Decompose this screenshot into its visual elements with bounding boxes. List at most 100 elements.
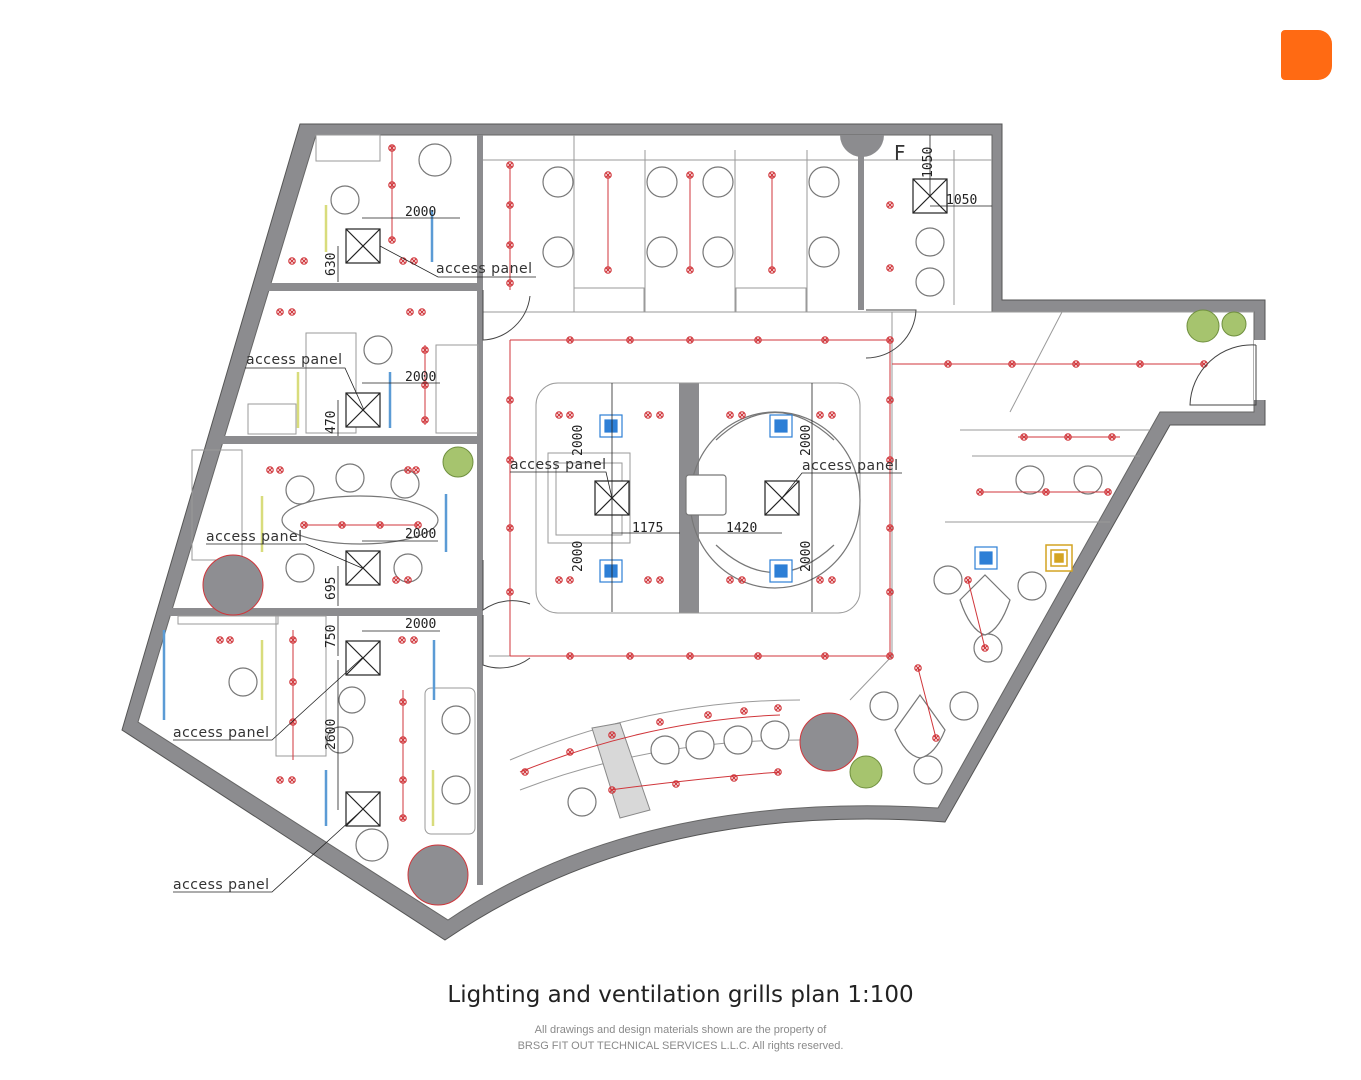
ceiling-light-cross [645, 577, 651, 583]
ceiling-light-cross [627, 337, 633, 343]
ceiling-light-point [506, 456, 514, 464]
ceiling-light-cross [289, 258, 295, 264]
ceiling-light-cross [769, 172, 775, 178]
ceiling-light-cross [507, 589, 513, 595]
ceiling-light-point [555, 576, 563, 584]
ceiling-light-point [506, 201, 514, 209]
ceiling-light-point [656, 411, 664, 419]
ceiling-light-cross [887, 653, 893, 659]
ceiling-light-cross [887, 525, 893, 531]
ceiling-light-cross [301, 258, 307, 264]
ceiling-light-cross [705, 712, 711, 718]
dimension-label: 1175 [632, 521, 663, 536]
ceiling-light-cross [556, 577, 562, 583]
ceiling-light-cross [507, 162, 513, 168]
ceiling-light-point [738, 576, 746, 584]
ceiling-light-point [768, 266, 776, 274]
ceiling-light-cross [1065, 434, 1071, 440]
dimension-label: 2000 [571, 425, 586, 456]
dimension-label: 2000 [405, 527, 436, 542]
ceiling-light-point [774, 704, 782, 712]
ceiling-light-point [289, 636, 297, 644]
ceiling-light-cross [507, 457, 513, 463]
ceiling-light-cross [977, 489, 983, 495]
ceiling-light-point [288, 308, 296, 316]
ceiling-light-cross [507, 397, 513, 403]
ceiling-light-point [754, 652, 762, 660]
access-panel-label: access panel [436, 261, 532, 277]
ceiling-light-cross [741, 708, 747, 714]
ceiling-light-point [406, 308, 414, 316]
ceiling-light-cross [507, 202, 513, 208]
ceiling-light-cross [1009, 361, 1015, 367]
ceiling-light-point [399, 257, 407, 265]
ceiling-light-point [914, 664, 922, 672]
access-panel-label: access panel [206, 529, 302, 545]
ceiling-light-point [821, 652, 829, 660]
ceiling-light-cross [731, 775, 737, 781]
ceiling-light-point [608, 731, 616, 739]
ceiling-light-cross [739, 412, 745, 418]
lighting-circuits [292, 145, 1204, 820]
ceiling-light-point [644, 411, 652, 419]
dimension-label: 630 [324, 253, 339, 276]
ceiling-light-point [976, 488, 984, 496]
ceiling-light-point [388, 181, 396, 189]
ceiling-light-point [886, 201, 894, 209]
partition-markers [162, 205, 448, 826]
plant-icon [442, 309, 1247, 789]
dimension-label: 750 [324, 625, 339, 648]
ceiling-light-cross [657, 719, 663, 725]
dimension-label: 2000 [571, 541, 586, 572]
ceiling-light-point [266, 466, 274, 474]
ceiling-light-point [506, 524, 514, 532]
ceiling-light-point [566, 336, 574, 344]
ceiling-light-cross [556, 412, 562, 418]
ceiling-light-point [521, 768, 529, 776]
ceiling-light-cross [400, 777, 406, 783]
ceiling-light-point [506, 241, 514, 249]
ceiling-light-point [410, 636, 418, 644]
dimension-label: 2600 [324, 719, 339, 750]
dimension-lines [337, 135, 992, 810]
access-panel-label: access panel [173, 725, 269, 741]
ceiling-light-point [376, 521, 384, 529]
ceiling-light-point [604, 266, 612, 274]
ceiling-light-point [686, 171, 694, 179]
ceiling-light-icon [216, 144, 1208, 822]
brand-logo-icon[interactable] [1281, 30, 1332, 80]
ceiling-light-point [964, 576, 972, 584]
ceiling-light-point [1072, 360, 1080, 368]
ceiling-light-point [289, 678, 297, 686]
leader-lines [173, 245, 902, 893]
ceiling-light-point [288, 776, 296, 784]
ceiling-light-cross [887, 337, 893, 343]
ceiling-light-point [566, 652, 574, 660]
ceiling-light-point [421, 416, 429, 424]
ceiling-light-point [816, 411, 824, 419]
ceiling-light-point [886, 652, 894, 660]
ceiling-light-cross [1043, 489, 1049, 495]
ceiling-light-point [276, 466, 284, 474]
exhaust-grill-icon [1045, 544, 1073, 572]
ceiling-light-point [644, 576, 652, 584]
dimension-label: 2000 [799, 425, 814, 456]
ceiling-light-cross [982, 645, 988, 651]
ceiling-light-cross [1137, 361, 1143, 367]
ceiling-light-cross [507, 525, 513, 531]
ceiling-light-cross [289, 309, 295, 315]
ceiling-light-point [398, 636, 406, 644]
ceiling-light-cross [887, 457, 893, 463]
ceiling-light-point [404, 576, 412, 584]
ceiling-light-point [421, 381, 429, 389]
ceiling-light-cross [339, 522, 345, 528]
ceiling-light-cross [411, 637, 417, 643]
ceiling-light-cross [389, 145, 395, 151]
ceiling-light-point [886, 524, 894, 532]
column-notch [840, 135, 884, 157]
ceiling-light-point [1108, 433, 1116, 441]
ceiling-light-point [981, 644, 989, 652]
ceiling-light-point [399, 698, 407, 706]
ceiling-light-point [566, 748, 574, 756]
drawing-title: Lighting and ventilation grills plan 1:1… [447, 982, 914, 1008]
